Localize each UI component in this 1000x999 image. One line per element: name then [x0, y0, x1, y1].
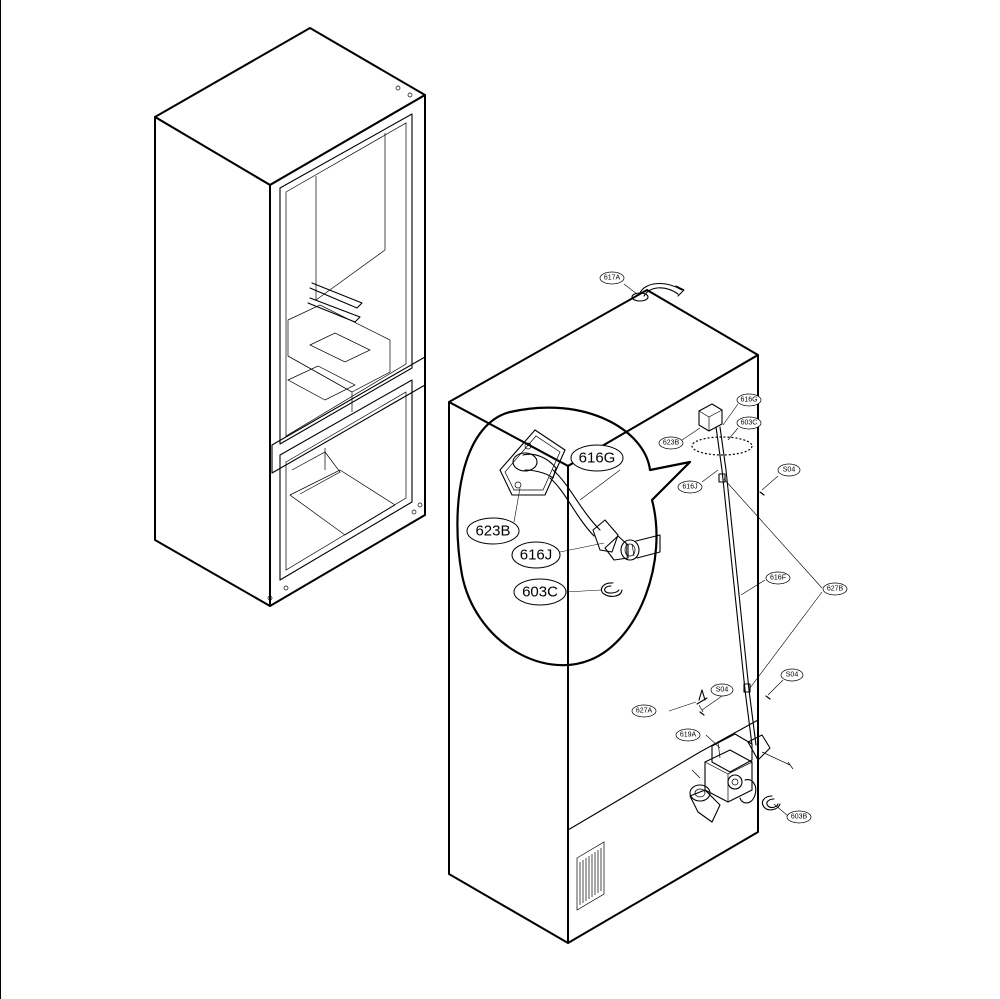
label-627A-text: 627A	[636, 708, 653, 715]
label-S04-c: S04	[710, 683, 734, 697]
label-623B-small-text: 623B	[663, 440, 680, 447]
label-603B: 603B	[786, 810, 812, 824]
label-616G-small: 616G	[736, 393, 762, 407]
label-616F-text: 616F	[770, 575, 786, 582]
label-S04-b-text: S04	[786, 672, 799, 679]
label-616G-small-text: 616G	[740, 397, 757, 404]
water-valve-drawing	[689, 733, 794, 823]
detail-callout-bubble	[456, 406, 692, 667]
label-616J-small: 616J	[677, 480, 703, 494]
rear-cabinet-drawing	[448, 283, 759, 944]
label-617A: 617A	[599, 271, 625, 285]
label-S04-c-text: S04	[716, 687, 729, 694]
label-603C-small-text: 603C	[741, 420, 758, 427]
label-S04-a: S04	[777, 463, 801, 477]
ring-603B-drawing	[761, 795, 781, 811]
label-623B-big-text: 623B	[475, 523, 510, 540]
label-623B-big: 623B	[466, 517, 520, 545]
label-617A-text: 617A	[604, 275, 621, 282]
label-S04-b: S04	[780, 668, 804, 682]
label-603C-small: 603C	[736, 416, 762, 430]
vent-grille	[576, 841, 605, 911]
part-labels: 617A 616G 623B 603C 616J S04	[466, 271, 848, 824]
label-616G-big: 616G	[570, 444, 624, 472]
label-616J-big: 616J	[511, 541, 561, 569]
label-603C-big-text: 603C	[522, 584, 558, 601]
label-S04-a-text: S04	[783, 467, 796, 474]
leader-lines	[513, 283, 823, 817]
label-616J-big-text: 616J	[520, 547, 553, 564]
label-616G-big-text: 616G	[579, 450, 616, 467]
front-cabinet-drawing	[154, 27, 426, 607]
clip-627A-drawing	[696, 689, 708, 713]
label-627B-text: 627B	[827, 586, 844, 593]
label-627B: 627B	[822, 582, 848, 596]
label-603B-text: 603B	[791, 814, 808, 821]
label-627A: 627A	[631, 704, 657, 718]
label-619A: 619A	[675, 728, 701, 742]
label-616F: 616F	[765, 571, 791, 585]
label-616J-small-text: 616J	[682, 484, 697, 491]
label-619A-text: 619A	[680, 732, 697, 739]
label-603C-big: 603C	[513, 578, 567, 606]
label-623B-small: 623B	[658, 436, 684, 450]
left-border-line	[0, 0, 1, 999]
